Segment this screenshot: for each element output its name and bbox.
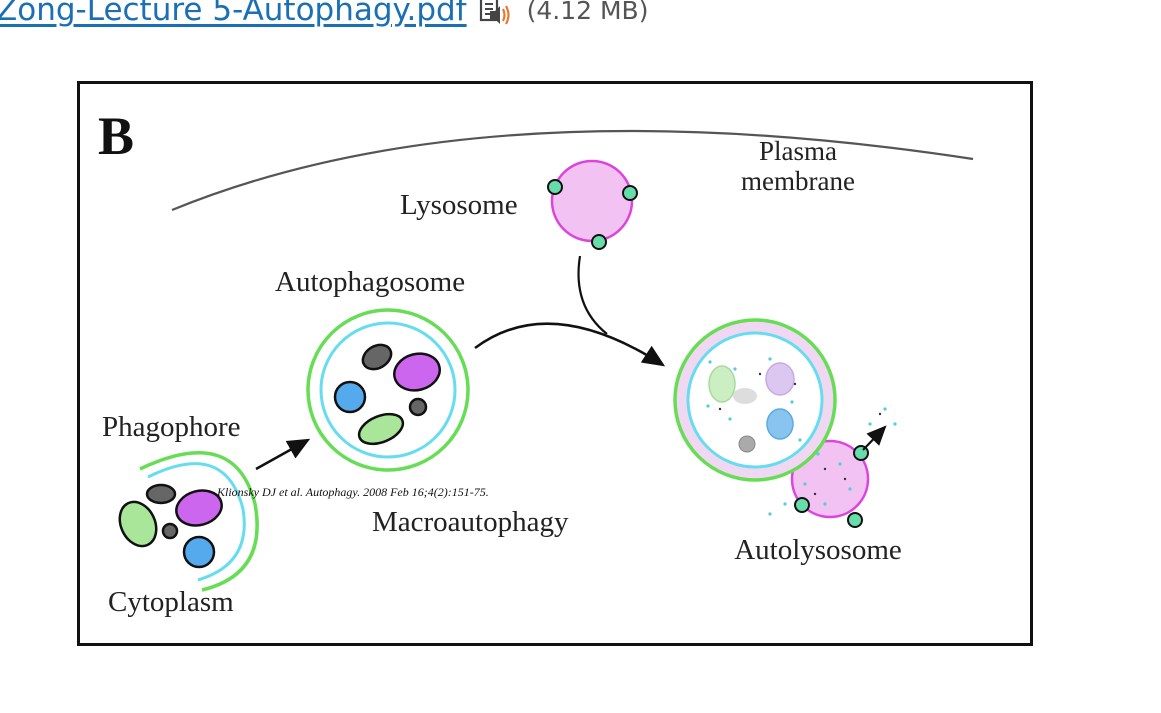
citation: Klionsky DJ et al. Autophagy. 2008 Feb 1…: [216, 485, 489, 499]
macroautophagy-label: Macroautophagy: [372, 506, 569, 538]
organelle-blue: [182, 535, 216, 569]
organelle-gray: [161, 522, 179, 540]
efflux-arrow: [862, 425, 887, 451]
degradation-particles-dark: [718, 372, 882, 496]
phagophore-label: Phagophore: [102, 411, 241, 443]
lysosome-fusion-arrow: [577, 255, 608, 335]
degrading-organelle: [765, 362, 795, 396]
organelle-green: [118, 500, 158, 548]
proton-pump: [622, 185, 638, 201]
degrading-organelle: [733, 388, 757, 404]
file-size: (4.12 MB): [526, 0, 649, 25]
organelle-purple: [175, 489, 223, 527]
lysosome: [547, 159, 638, 250]
plasma-membrane-label-2: membrane: [741, 166, 855, 196]
autolysosome-label: Autolysosome: [734, 534, 902, 566]
phagophore: [118, 451, 259, 592]
plasma-membrane-label-1: Plasma: [759, 136, 837, 166]
lysosome-label: Lysosome: [400, 189, 518, 221]
organelle-green: [357, 412, 405, 446]
file-attachment-row: Zong-Lecture 5-Autophagy.pdf (4.12 MB): [0, 0, 648, 32]
proton-pump: [794, 497, 810, 513]
immersive-reader-icon[interactable]: [477, 0, 515, 29]
organelle-gray: [408, 397, 428, 417]
panel-label: B: [98, 106, 134, 166]
plasma-membrane-curve: [171, 129, 974, 212]
file-link[interactable]: Zong-Lecture 5-Autophagy.pdf: [0, 0, 467, 28]
cytoplasm-label: Cytoplasm: [108, 586, 234, 618]
degrading-organelle: [738, 435, 756, 453]
degradation-particles: [706, 357, 897, 516]
organelle-gray: [361, 343, 393, 371]
proton-pump: [547, 179, 563, 195]
autolysosome: [673, 318, 897, 528]
autophagosome: [306, 308, 470, 472]
organelle-gray: [145, 483, 177, 505]
organelle-purple: [393, 352, 441, 392]
degrading-organelle: [708, 365, 736, 403]
autophagy-figure: B Plasma membrane Lysosome Autophagosome: [77, 81, 1033, 646]
degrading-organelle: [766, 408, 794, 440]
phagophore-arrow: [255, 438, 311, 471]
organelle-blue: [333, 380, 367, 414]
proton-pump: [591, 234, 607, 250]
macroautophagy-arrow: [474, 322, 666, 367]
autophagy-diagram: B Plasma membrane Lysosome Autophagosome: [98, 106, 974, 618]
proton-pump: [847, 512, 863, 528]
autophagosome-label: Autophagosome: [275, 266, 465, 298]
